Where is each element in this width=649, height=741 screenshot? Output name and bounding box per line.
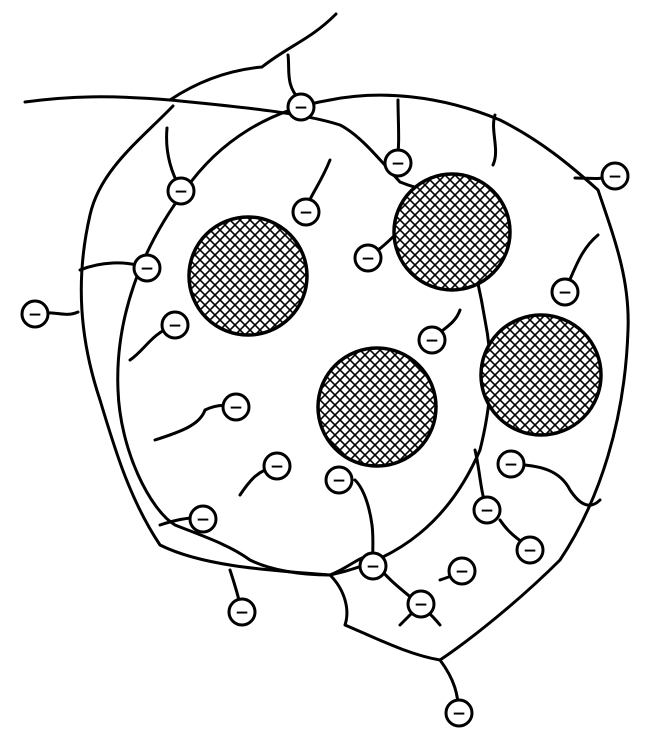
minus-sign: −	[174, 182, 188, 202]
minus-sign: −	[332, 471, 346, 491]
minus-sign: −	[608, 167, 622, 187]
minus-sign: −	[294, 98, 308, 118]
minus-sign: −	[391, 154, 405, 174]
filler-particles	[189, 174, 601, 466]
particle-3	[318, 348, 436, 466]
negative-charge-7: −	[134, 255, 160, 281]
minus-sign: −	[425, 331, 439, 351]
minus-sign: −	[452, 704, 466, 724]
negative-charge-3: −	[293, 199, 319, 225]
minus-sign: −	[480, 501, 494, 521]
negative-charge-8: −	[22, 301, 48, 327]
minus-sign: −	[270, 457, 284, 477]
negative-charge-13: −	[264, 453, 290, 479]
negative-charge-1: −	[288, 94, 314, 120]
minus-sign: −	[414, 595, 428, 615]
negative-charge-23: −	[446, 700, 472, 726]
negative-charge-16: −	[474, 497, 500, 523]
negative-charge-10: −	[162, 312, 188, 338]
top-strand	[25, 97, 470, 192]
minus-sign: −	[361, 249, 375, 269]
minus-sign: −	[235, 603, 249, 623]
upper-right-strand	[170, 14, 336, 100]
negative-charge-18: −	[517, 537, 543, 563]
negative-charge-4: −	[385, 150, 411, 176]
negative-charge-2: −	[168, 178, 194, 204]
negative-charge-17: −	[190, 506, 216, 532]
negative-charge-12: −	[223, 394, 249, 420]
particle-4	[481, 315, 601, 435]
minus-sign: −	[558, 283, 572, 303]
minus-sign: −	[523, 541, 537, 561]
minus-sign: −	[28, 305, 42, 325]
particle-1	[189, 217, 307, 335]
minus-sign: −	[168, 316, 182, 336]
negative-charge-11: −	[419, 327, 445, 353]
negative-charge-22: −	[229, 599, 255, 625]
minus-sign: −	[366, 557, 380, 577]
minus-sign: −	[504, 455, 518, 475]
particle-2	[394, 174, 510, 290]
minus-sign: −	[455, 562, 469, 582]
minus-sign: −	[140, 259, 154, 279]
minus-sign: −	[196, 510, 210, 530]
negative-charge-5: −	[602, 163, 628, 189]
negative-charge-20: −	[449, 558, 475, 584]
minus-sign: −	[299, 203, 313, 223]
negative-charge-9: −	[552, 279, 578, 305]
negative-charge-15: −	[326, 467, 352, 493]
negative-charge-6: −	[355, 245, 381, 271]
negative-charge-21: −	[408, 591, 434, 617]
negative-charge-19: −	[360, 553, 386, 579]
minus-sign: −	[229, 398, 243, 418]
negative-charge-14: −	[498, 451, 524, 477]
